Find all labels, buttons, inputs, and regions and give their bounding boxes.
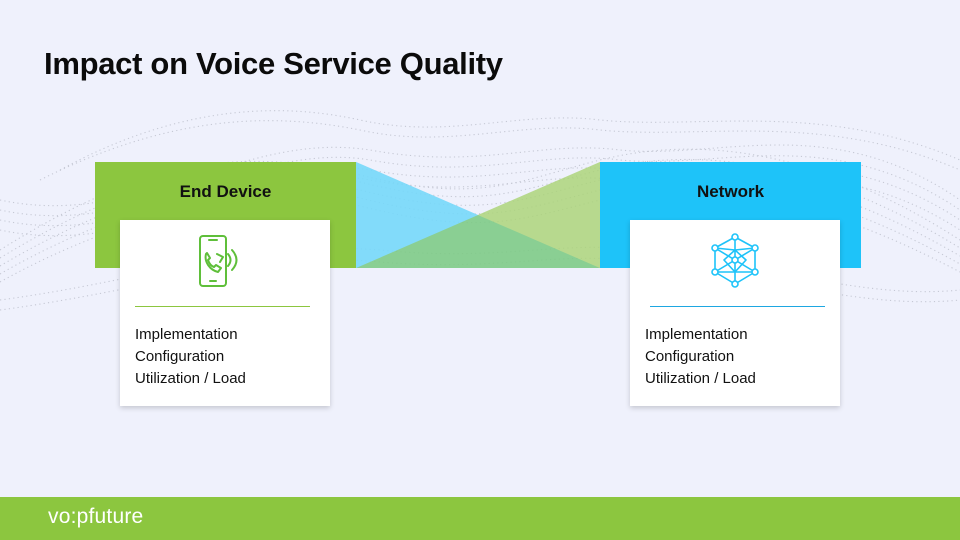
network-mesh-icon — [711, 233, 759, 288]
list-item: Configuration — [135, 348, 225, 365]
list-item: Utilization / Load — [135, 370, 246, 387]
list-item: Configuration — [645, 348, 735, 365]
crossing-connector — [356, 162, 600, 268]
end-device-card: Implementation Configuration Utilization… — [120, 220, 330, 406]
end-device-label: End Device — [179, 182, 272, 201]
list-item: Implementation — [135, 326, 238, 343]
end-device-factor-list: Implementation Configuration Utilization… — [135, 324, 246, 390]
card-divider — [650, 306, 825, 307]
network-factor-list: Implementation Configuration Utilization… — [645, 324, 756, 390]
smartphone-call-icon — [199, 235, 238, 287]
voipfuture-logo: vo:pfuture — [48, 505, 144, 528]
footer-bar: vo:pfuture — [0, 497, 960, 540]
network-card: Implementation Configuration Utilization… — [630, 220, 840, 406]
list-item: Utilization / Load — [645, 370, 756, 387]
list-item: Implementation — [645, 326, 748, 343]
card-divider — [135, 306, 310, 307]
network-label: Network — [696, 182, 765, 201]
slide-title: Impact on Voice Service Quality — [44, 46, 503, 81]
